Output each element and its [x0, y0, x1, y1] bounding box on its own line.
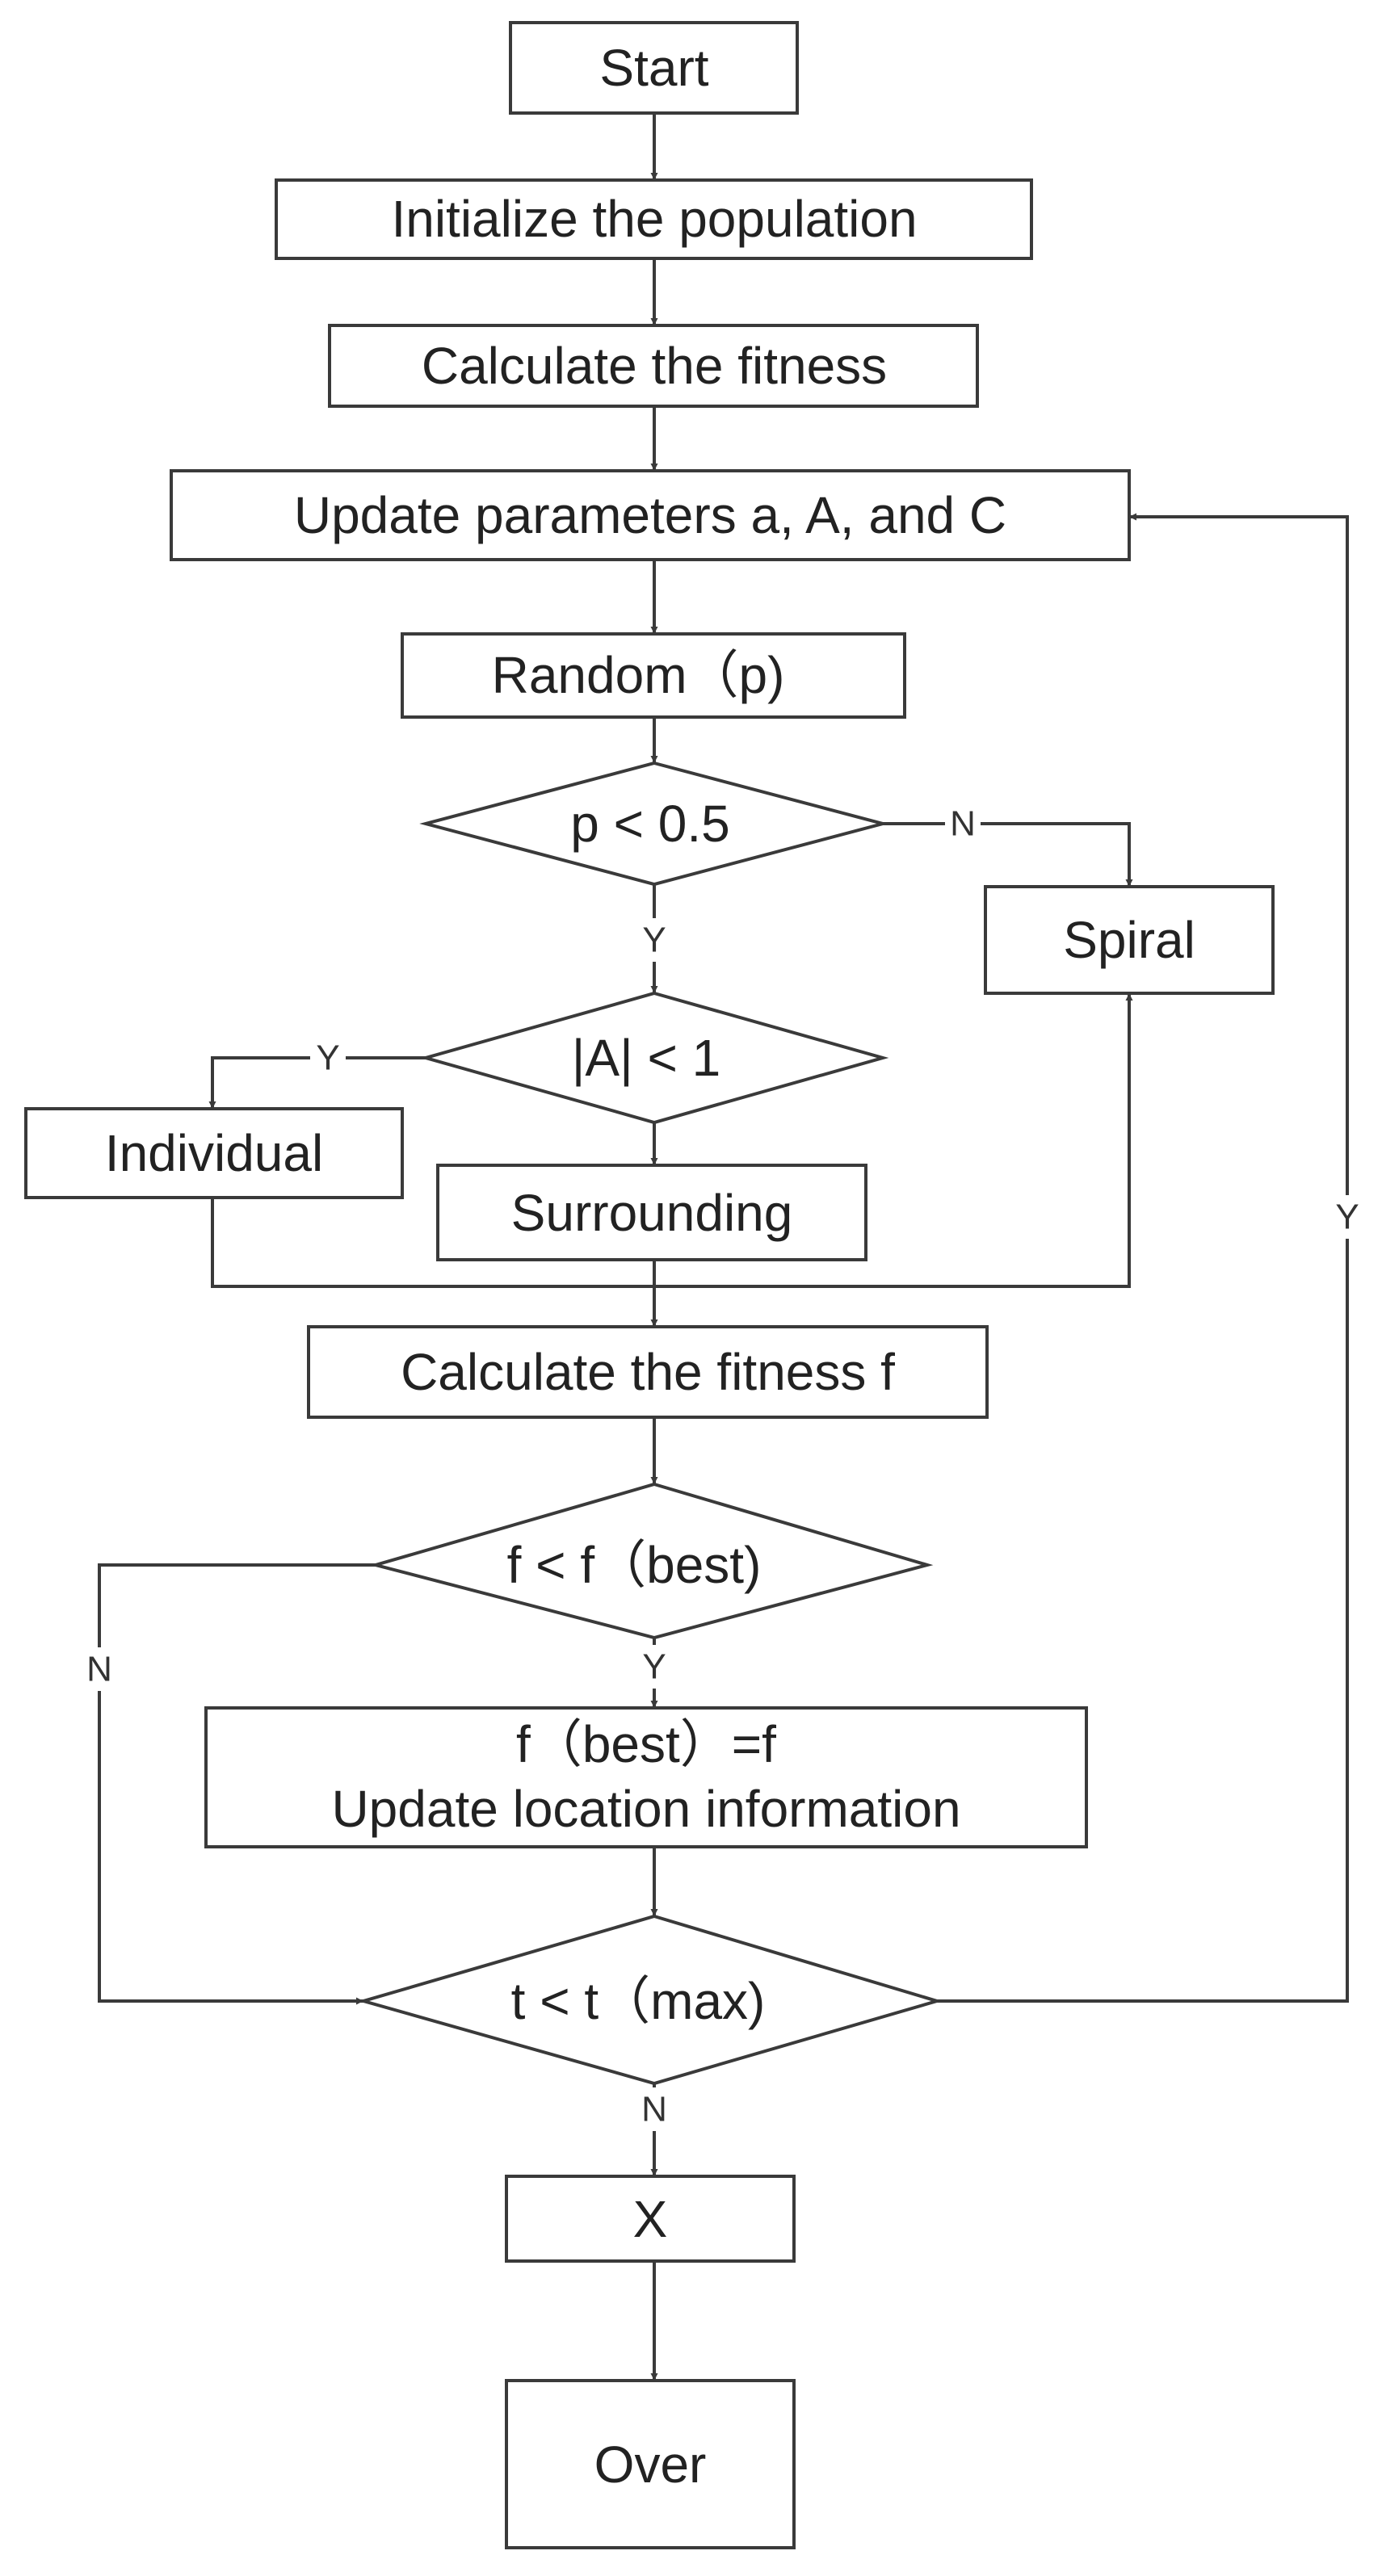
edge-a-check-yes-to-individual [208, 1056, 426, 1109]
node-update-parameters-text: Update parameters a, A, and C [294, 486, 1006, 544]
edge-t-check-yes-loop [937, 513, 1349, 2003]
label-t-yes-text: Y [1335, 1198, 1359, 1237]
node-initialize-population-text: Initialize the population [391, 190, 917, 248]
node-random-p-text: Random（p) [492, 646, 785, 704]
label-p-no: N [945, 802, 981, 845]
label-t-no-text: N [641, 2090, 667, 2129]
node-calculate-fitness: Calculate the fitness [328, 324, 979, 408]
edge-p-check-no-to-spiral [883, 822, 1133, 887]
node-over: Over [505, 2379, 796, 2549]
node-a-check-decision: |A| < 1 [419, 991, 889, 1125]
edge-individual-merge [211, 993, 1133, 1288]
node-individual: Individual [24, 1107, 404, 1199]
node-spiral: Spiral [984, 885, 1275, 995]
node-calculate-fitness-f: Calculate the fitness f [307, 1325, 989, 1419]
label-p-no-text: N [950, 804, 976, 844]
label-f-no-text: N [86, 1650, 112, 1689]
label-f-yes: Y [636, 1645, 672, 1689]
label-f-yes-text: Y [642, 1647, 666, 1687]
label-p-yes-text: Y [642, 921, 666, 960]
node-x-text: X [633, 2190, 668, 2248]
node-calculate-fitness-f-text: Calculate the fitness f [401, 1343, 895, 1401]
node-initialize-population: Initialize the population [275, 178, 1033, 260]
node-p-check-decision: p < 0.5 [419, 761, 889, 887]
node-start-text: Start [599, 39, 708, 97]
node-update-best: f（best）=f Update location information [204, 1706, 1088, 1848]
node-spiral-text: Spiral [1063, 911, 1195, 969]
label-f-no: N [82, 1647, 117, 1691]
node-calculate-fitness-text: Calculate the fitness [422, 337, 887, 395]
node-start: Start [509, 21, 799, 115]
node-p-check-text: p < 0.5 [570, 795, 730, 853]
node-f-check-decision: f < f（best) [369, 1482, 934, 1640]
node-update-best-line2: Update location information [331, 1780, 960, 1838]
node-x: X [505, 2175, 796, 2263]
node-individual-text: Individual [105, 1124, 323, 1182]
edge-f-check-no-to-t-check [98, 1563, 376, 2005]
label-t-yes: Y [1329, 1195, 1365, 1239]
edge-labels: N Y Y Y N N Y [82, 802, 1365, 2131]
node-t-check-decision: t < t（max) [357, 1914, 943, 2086]
node-surrounding-text: Surrounding [511, 1184, 793, 1242]
node-f-check-text: f < f（best) [507, 1536, 762, 1594]
label-p-yes: Y [636, 918, 672, 962]
node-random-p: Random（p) [401, 632, 906, 719]
node-update-parameters: Update parameters a, A, and C [170, 469, 1131, 561]
label-t-no: N [636, 2087, 672, 2131]
node-update-best-line1: f（best）=f [516, 1715, 776, 1773]
node-over-text: Over [594, 2435, 707, 2494]
node-surrounding: Surrounding [436, 1164, 867, 1261]
label-a-yes-text: Y [316, 1038, 339, 1078]
node-a-check-text: |A| < 1 [572, 1029, 720, 1087]
label-a-yes: Y [310, 1036, 346, 1080]
node-t-check-text: t < t（max) [511, 1972, 766, 2030]
